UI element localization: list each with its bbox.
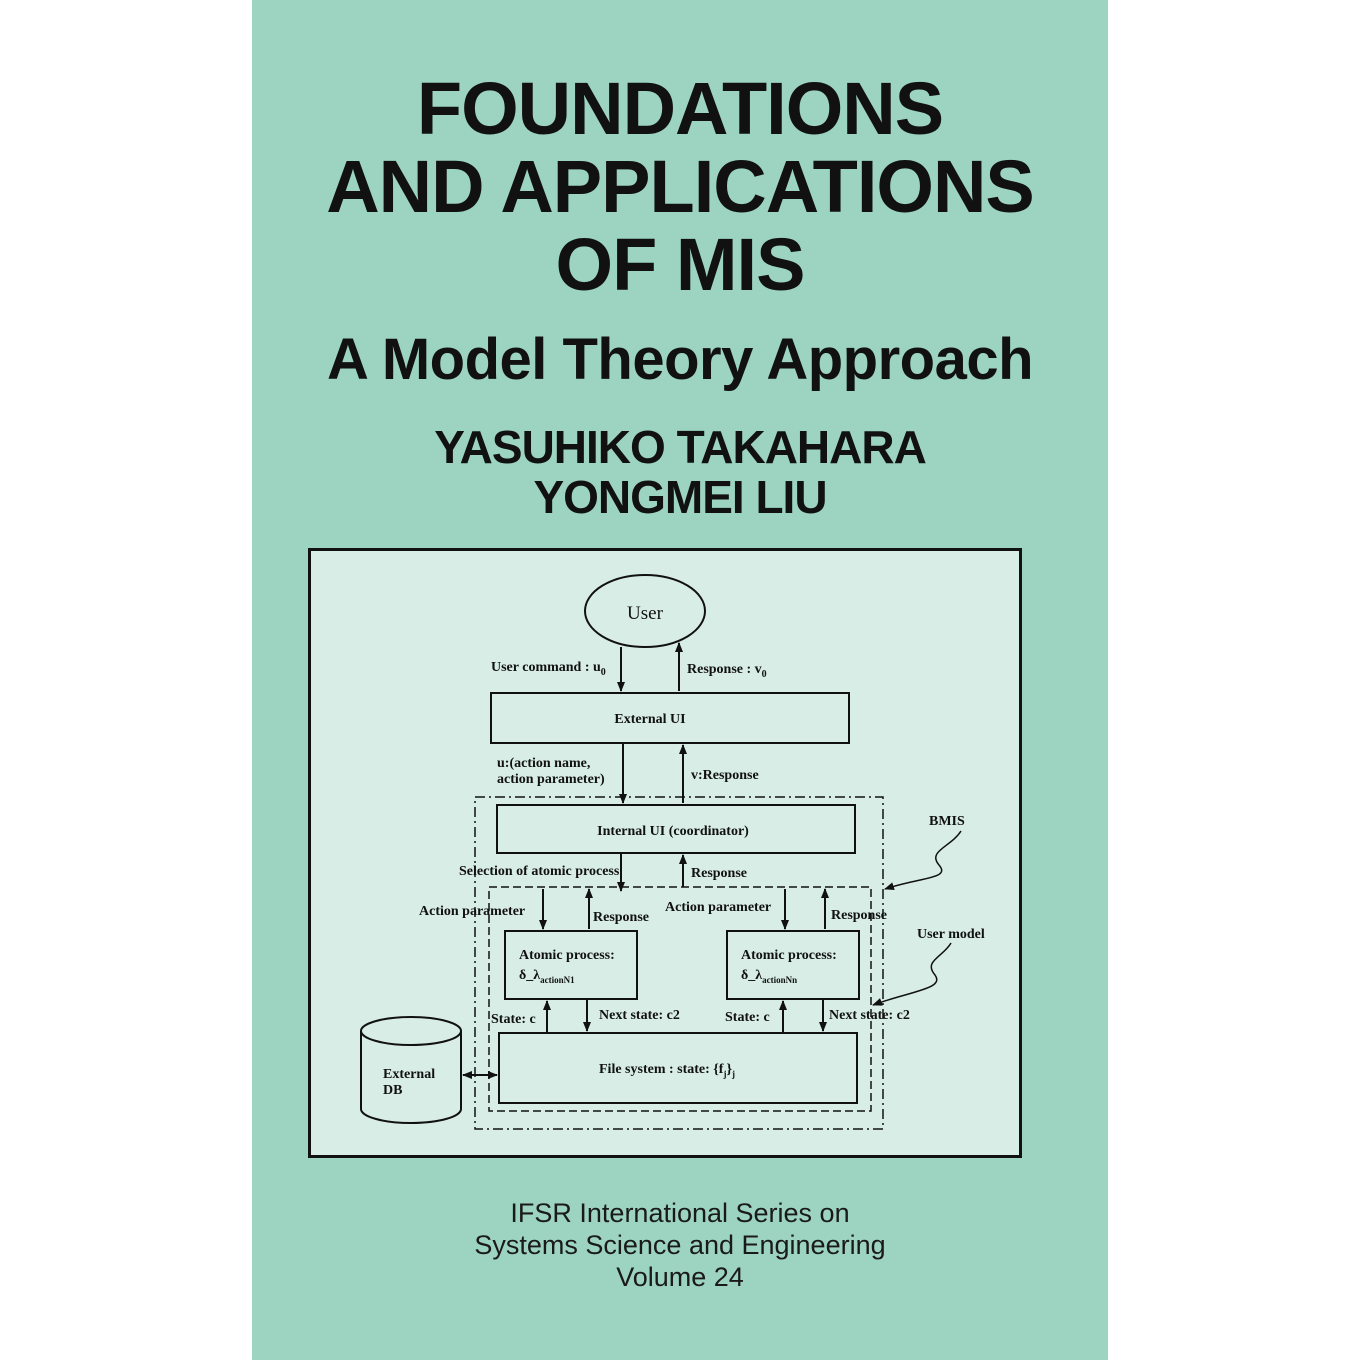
user-command-sub: 0 [601, 667, 606, 678]
state-right-label: State: c [725, 1010, 770, 1025]
u-action-label-1: u:(action name, [497, 756, 590, 771]
series-line-1: IFSR International Series on [510, 1198, 850, 1228]
title-line-1: FOUNDATIONS [416, 67, 944, 150]
atomic-left-title: Atomic process: [519, 948, 615, 963]
svg-text:File system : state: {fj}j: File system : state: {fj}j [599, 1062, 735, 1079]
response-top-label: Response : v [687, 662, 762, 677]
external-db-cylinder [360, 1031, 462, 1124]
file-system-sub-1: j [722, 1069, 726, 1079]
user-model-label: User model [917, 927, 985, 942]
next-state-right-label: Next state: c2 [829, 1008, 910, 1023]
user-model-boundary [488, 886, 872, 1112]
svg-text:Response : v0: Response : v0 [687, 662, 767, 680]
book-cover: FOUNDATIONS AND APPLICATIONS OF MIS A Mo… [252, 0, 1108, 1360]
bmis-boundary [474, 796, 884, 1130]
v-response-label: v:Response [691, 768, 759, 783]
selection-label: Selection of atomic process [459, 864, 620, 879]
external-ui-label: External UI [614, 712, 685, 727]
response-right-label: Response [831, 908, 887, 923]
title-line-3: OF MIS [555, 223, 806, 306]
series-line-3: Volume 24 [616, 1262, 744, 1292]
u-action-label-2: action parameter) [497, 772, 605, 787]
series-line-2: Systems Science and Engineering [474, 1230, 886, 1260]
cover-diagram: User User command : u0 Response : v0 Ext… [308, 548, 1022, 1158]
atomic-process-left [504, 930, 638, 1000]
action-param-left-label: Action parameter [419, 904, 525, 919]
response-top-sub: 0 [762, 669, 767, 680]
user-model-pointer [872, 942, 952, 1006]
external-ui-box [490, 692, 850, 744]
internal-ui-label: Internal UI (coordinator) [597, 824, 749, 839]
internal-ui-box [496, 804, 856, 854]
author-1: YASUHIKO TAKAHARA [434, 421, 927, 473]
state-left-label: State: c [491, 1012, 536, 1027]
svg-text:User command : u0: User command : u0 [491, 660, 606, 678]
atomic-right-title: Atomic process: [741, 948, 837, 963]
atomic-right-sub: actionNn [762, 975, 797, 985]
atomic-process-right [726, 930, 860, 1000]
svg-text:δ_λactionNn: δ_λactionNn [741, 968, 797, 985]
diagram-svg: User User command : u0 Response : v0 Ext… [360, 574, 985, 1130]
user-label: User [627, 603, 664, 624]
external-db-label-2: DB [383, 1083, 402, 1098]
file-system-label: File system : state: {f [599, 1062, 724, 1077]
action-param-right-label: Action parameter [665, 900, 771, 915]
response-left-label: Response [593, 910, 649, 925]
bmis-pointer [884, 830, 962, 890]
atomic-left-sub: actionN1 [540, 975, 575, 985]
title-line-2: AND APPLICATIONS [326, 145, 1035, 228]
subtitle: A Model Theory Approach [326, 327, 1034, 392]
bmis-label: BMIS [929, 814, 965, 829]
file-system-box [498, 1032, 858, 1104]
user-command-label: User command : u [491, 660, 601, 675]
user-node [584, 574, 706, 648]
response-mid-label: Response [691, 866, 747, 881]
atomic-left-greek: δ_λ [519, 968, 540, 983]
next-state-left-label: Next state: c2 [599, 1008, 680, 1023]
file-system-close: } [726, 1062, 732, 1077]
author-2: YONGMEI LIU [533, 471, 827, 523]
external-db-top [360, 1016, 462, 1046]
atomic-right-greek: δ_λ [741, 968, 762, 983]
svg-text:δ_λactionN1: δ_λactionN1 [519, 968, 575, 985]
external-db-label-1: External [383, 1067, 435, 1082]
file-system-sub-2: j [731, 1069, 735, 1079]
